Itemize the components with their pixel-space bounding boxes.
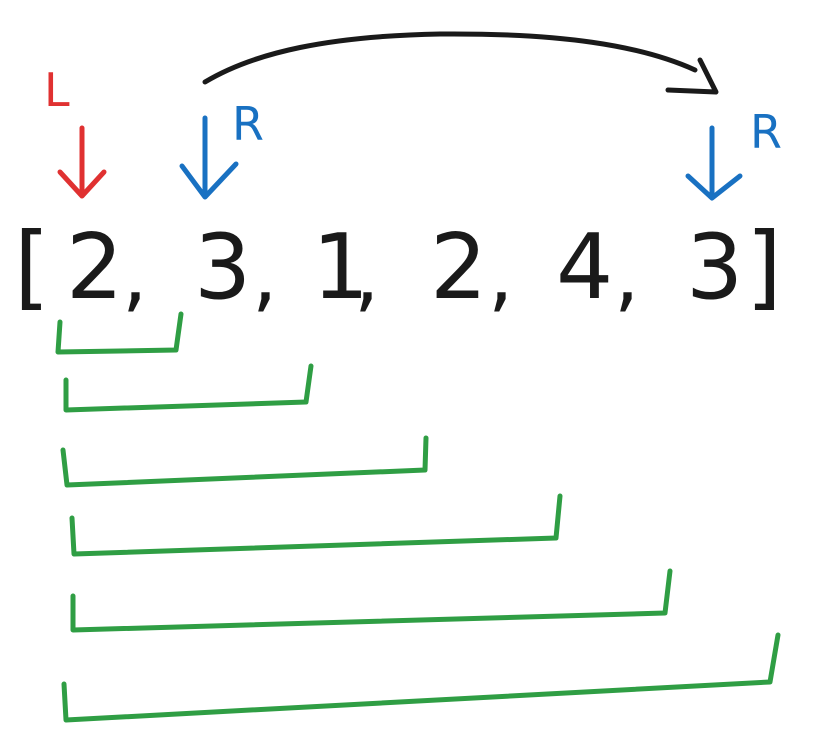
array-value: 2 [66,215,123,320]
left-pointer-label: L [44,63,70,117]
subarray-bracket [55,311,184,355]
array-close-bracket: ] [746,213,782,320]
jump-arrow [202,31,719,95]
right-pointer-label-start: R [232,97,264,151]
array-value: 4 [556,215,613,320]
array-separator: , [122,228,147,321]
array-value: 3 [194,215,251,320]
array-separator: , [488,228,513,321]
subarray-bracket [60,435,429,488]
right-pointer-label-end: R [750,105,782,159]
right-pointer-start: R [179,97,264,200]
jump-arc [202,31,698,85]
subarray-bracket [69,493,563,557]
array-separator: , [614,228,639,321]
array-value: 3 [686,215,743,320]
jump-arrowhead [665,57,719,95]
array: [ 2 , 3 , 1 , 2 , 4 , 3 ] [14,213,782,321]
subarray-bracket [63,363,314,413]
right-pointer-head-end [685,173,743,201]
array-open-bracket: [ [14,213,50,320]
subarray-bracket [70,568,673,633]
array-separator: , [354,228,379,321]
right-pointer-head-start [179,161,239,200]
left-pointer: L [44,63,107,199]
left-pointer-head [57,169,107,199]
subarray-brackets [55,311,781,723]
array-value: 2 [430,215,487,320]
right-pointer-end: R [685,105,782,201]
array-value: 1 [312,215,369,320]
subarray-bracket [61,632,781,723]
array-separator: , [252,228,277,321]
